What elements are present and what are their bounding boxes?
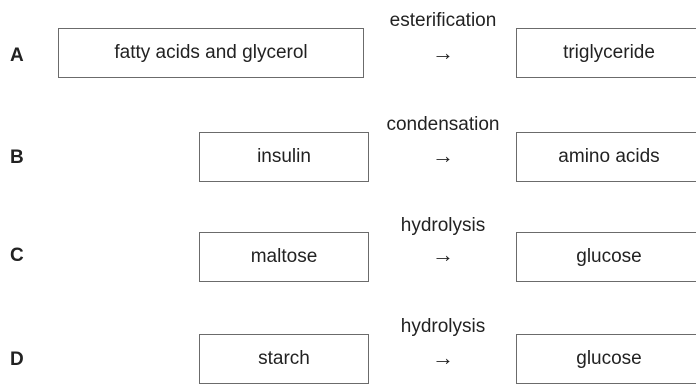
process-label-a: esterification: [389, 10, 497, 31]
reactant-box-c: maltose: [199, 232, 369, 282]
option-letter-b: B: [10, 147, 24, 168]
product-label-a: triglyceride: [563, 42, 655, 63]
product-label-c: glucose: [576, 246, 642, 267]
reactant-box-a: fatty acids and glycerol: [58, 28, 364, 78]
product-box-b: amino acids: [516, 132, 696, 182]
product-box-c: glucose: [516, 232, 696, 282]
option-letter-c: C: [10, 245, 24, 266]
process-label-b: condensation: [386, 114, 500, 135]
process-label-c: hydrolysis: [400, 215, 486, 236]
product-label-d: glucose: [576, 348, 642, 369]
reaction-arrow-d: →: [432, 345, 454, 370]
reaction-arrow-c: →: [432, 242, 454, 267]
option-letter-d: D: [10, 349, 24, 370]
reactant-label-c: maltose: [250, 246, 318, 267]
reaction-arrow-b: →: [432, 143, 454, 168]
reactant-label-d: starch: [258, 348, 310, 369]
product-label-b: amino acids: [558, 146, 660, 167]
reactant-label-a: fatty acids and glycerol: [114, 42, 308, 63]
product-box-a: triglyceride: [516, 28, 696, 78]
reactant-box-d: starch: [199, 334, 369, 384]
product-box-d: glucose: [516, 334, 696, 384]
option-letter-a: A: [10, 45, 24, 66]
process-label-d: hydrolysis: [400, 316, 486, 337]
reaction-arrow-a: →: [432, 40, 454, 65]
reactant-label-b: insulin: [257, 146, 311, 167]
reactant-box-b: insulin: [199, 132, 369, 182]
